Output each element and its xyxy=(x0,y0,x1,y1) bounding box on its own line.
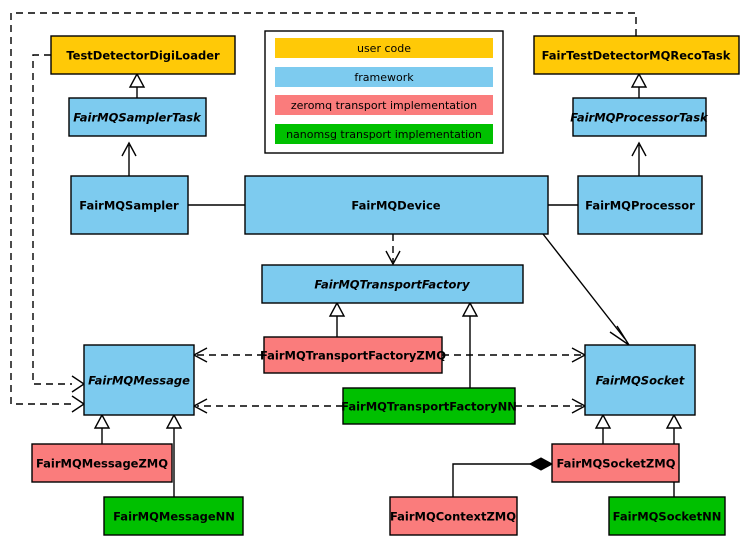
node-FairMQMessageNN[interactable]: FairMQMessageNN xyxy=(103,496,244,536)
node-label: FairMQMessage xyxy=(88,374,190,388)
node-FairMQContextZMQ[interactable]: FairMQContextZMQ xyxy=(389,496,518,536)
node-FairMQSocket[interactable]: FairMQSocket xyxy=(584,344,696,416)
node-box[interactable] xyxy=(261,264,524,304)
node-FairMQSampler[interactable]: FairMQSampler xyxy=(70,175,189,235)
node-box[interactable] xyxy=(389,496,518,536)
node-box[interactable] xyxy=(577,175,703,235)
node-label: FairMQProcessorTask xyxy=(570,111,709,125)
node-label: FairMQDevice xyxy=(351,199,440,213)
node-FairMQMessageZMQ[interactable]: FairMQMessageZMQ xyxy=(31,443,173,483)
node-label: FairMQMessageNN xyxy=(113,510,235,524)
node-label: FairMQTransportFactoryNN xyxy=(341,400,517,414)
legend-label-nanomsg: nanomsg transport implementation xyxy=(286,128,482,141)
node-box[interactable] xyxy=(31,443,173,483)
legend-swatch-framework xyxy=(275,67,493,87)
node-FairMQTransportFactoryNN[interactable]: FairMQTransportFactoryNN xyxy=(341,387,517,425)
legend-item-user-code: user code xyxy=(275,38,493,58)
node-FairMQTransportFactory[interactable]: FairMQTransportFactory xyxy=(261,264,524,304)
node-box[interactable] xyxy=(103,496,244,536)
legend-swatch-user-code xyxy=(275,38,493,58)
node-label: FairMQTransportFactoryZMQ xyxy=(260,349,446,363)
node-FairMQProcessorTask[interactable]: FairMQProcessorTask xyxy=(570,97,709,137)
node-FairMQProcessor[interactable]: FairMQProcessor xyxy=(577,175,703,235)
node-box[interactable] xyxy=(83,344,195,416)
node-label: TestDetectorDigiLoader xyxy=(66,49,220,63)
node-label: FairMQMessageZMQ xyxy=(36,457,168,471)
node-FairTestDetectorMQRecoTask[interactable]: FairTestDetectorMQRecoTask xyxy=(533,35,740,75)
node-box[interactable] xyxy=(533,35,740,75)
node-box[interactable] xyxy=(551,443,680,483)
legend-panel: user code framework zeromq transport imp… xyxy=(264,30,504,154)
node-label: FairMQProcessor xyxy=(585,199,695,213)
legend-label-framework: framework xyxy=(354,71,414,84)
node-FairMQTransportFactoryZMQ[interactable]: FairMQTransportFactoryZMQ xyxy=(260,336,446,374)
node-box[interactable] xyxy=(244,175,549,235)
node-label: FairMQSamplerTask xyxy=(73,111,202,125)
legend-label-user-code: user code xyxy=(357,42,411,55)
legend-swatch-zeromq xyxy=(275,95,493,115)
node-label: FairTestDetectorMQRecoTask xyxy=(542,49,731,63)
legend-item-zeromq: zeromq transport implementation xyxy=(275,95,493,115)
node-FairMQSamplerTask[interactable]: FairMQSamplerTask xyxy=(68,97,207,137)
node-label: FairMQSampler xyxy=(79,199,179,213)
node-TestDetectorDigiLoader[interactable]: TestDetectorDigiLoader xyxy=(50,35,236,75)
node-box[interactable] xyxy=(70,175,189,235)
node-label: FairMQSocket xyxy=(596,374,685,388)
node-box[interactable] xyxy=(342,387,516,425)
association-edges xyxy=(121,141,647,346)
node-FairMQSocketZMQ[interactable]: FairMQSocketZMQ xyxy=(551,443,680,483)
node-box[interactable] xyxy=(263,336,443,374)
outer-frame-arrowheads xyxy=(71,375,86,413)
legend-label-zeromq: zeromq transport implementation xyxy=(291,99,477,112)
legend-swatch-nanomsg xyxy=(275,124,493,144)
node-FairMQMessage[interactable]: FairMQMessage xyxy=(83,344,195,416)
outer-dependency-frame xyxy=(10,12,637,405)
node-label: FairMQContextZMQ xyxy=(390,510,516,524)
node-box[interactable] xyxy=(572,97,707,137)
node-box[interactable] xyxy=(50,35,236,75)
node-FairMQSocketNN[interactable]: FairMQSocketNN xyxy=(608,496,726,536)
legend-item-nanomsg: nanomsg transport implementation xyxy=(275,124,493,144)
node-FairMQDevice[interactable]: FairMQDevice xyxy=(244,175,549,235)
node-box[interactable] xyxy=(68,97,207,137)
node-label: FairMQTransportFactory xyxy=(314,278,470,292)
legend-item-framework: framework xyxy=(275,67,493,87)
dependency-edges xyxy=(192,234,587,414)
node-box[interactable] xyxy=(584,344,696,416)
node-label: FairMQSocketZMQ xyxy=(557,457,676,471)
node-box[interactable] xyxy=(608,496,726,536)
node-label: FairMQSocketNN xyxy=(613,510,722,524)
